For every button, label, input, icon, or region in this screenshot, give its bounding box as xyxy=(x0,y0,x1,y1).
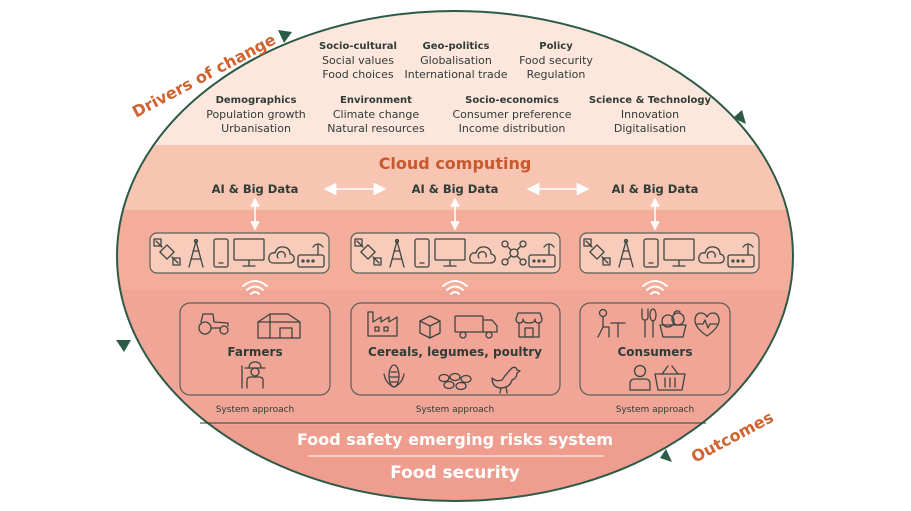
cloud-sync-icon xyxy=(268,246,295,264)
system-approach-label: System approach xyxy=(416,405,495,415)
cycle-arrow-left xyxy=(116,340,131,352)
device-strip-center xyxy=(350,232,561,274)
cloud-sync-icon xyxy=(698,246,725,264)
truck-icon xyxy=(454,315,498,339)
driver-policy: Policy Food security Regulation xyxy=(519,41,593,81)
driver-title: Demographics xyxy=(216,95,297,106)
driver-item: Food choices xyxy=(322,68,393,81)
driver-title: Science & Technology xyxy=(589,95,712,106)
driver-item: Digitalisation xyxy=(614,122,686,135)
cycle-arrowheads xyxy=(116,30,746,462)
connection-arrows xyxy=(250,182,660,231)
cloud-sync-icon xyxy=(469,246,496,264)
driver-item: Urbanisation xyxy=(221,122,291,135)
wifi-icon xyxy=(442,280,468,295)
cloud-computing-title: Cloud computing xyxy=(379,154,532,173)
smartphone-icon xyxy=(213,238,229,268)
tractor-icon xyxy=(198,313,229,335)
farmer-icon xyxy=(241,361,266,389)
legumes-icon xyxy=(438,372,472,391)
driver-item: Income distribution xyxy=(459,122,566,135)
device-strip-right xyxy=(579,232,760,274)
antenna-tower-icon xyxy=(188,238,204,268)
driver-item: Natural resources xyxy=(327,122,425,135)
driver-item: Population growth xyxy=(206,108,306,121)
actor-consumers: Consumers System approach xyxy=(579,302,731,415)
cycle-arrow-right xyxy=(733,110,746,124)
actor-label: Farmers xyxy=(227,345,282,359)
antenna-tower-icon xyxy=(389,238,405,268)
actor-frame xyxy=(350,302,561,396)
router-icon xyxy=(528,243,556,268)
system-approach-label: System approach xyxy=(216,405,295,415)
driver-title: Policy xyxy=(539,41,573,52)
monitor-icon xyxy=(233,238,265,267)
driver-item: Regulation xyxy=(527,68,586,81)
driver-item: Climate change xyxy=(333,108,420,121)
device-strip-left xyxy=(149,232,330,274)
ai-big-data-label: AI & Big Data xyxy=(412,182,499,196)
driver-item: Social values xyxy=(322,54,394,67)
heart-pulse-icon xyxy=(694,312,720,337)
router-icon xyxy=(297,243,325,268)
network-icon xyxy=(501,240,527,266)
driver-environment: Environment Climate change Natural resou… xyxy=(327,95,425,135)
cycle-arrow-top xyxy=(278,30,292,43)
kitchen-utensils-icon xyxy=(641,308,657,338)
driver-socio-economics: Socio-economics Consumer preference Inco… xyxy=(452,95,571,135)
satellite-icon xyxy=(583,238,611,266)
actor-frame xyxy=(179,302,331,396)
monitor-icon xyxy=(434,238,466,267)
driver-item: Globalisation xyxy=(420,54,492,67)
driver-item: Consumer preference xyxy=(452,108,571,121)
box-icon xyxy=(419,315,441,339)
person-at-table-icon xyxy=(597,308,626,338)
ai-big-data-label: AI & Big Data xyxy=(612,182,699,196)
driver-item: Innovation xyxy=(621,108,679,121)
monitor-icon xyxy=(663,238,695,267)
driver-title: Geo-politics xyxy=(423,41,490,52)
person-icon xyxy=(629,364,651,391)
actor-frame xyxy=(579,302,731,396)
drivers-group: Socio-cultural Social values Food choice… xyxy=(206,41,711,135)
cycle-arrow-bottom xyxy=(660,449,672,462)
actor-cereals: Cereals, legumes, poultry System approac… xyxy=(350,302,561,415)
shop-icon xyxy=(515,312,543,338)
smartphone-icon xyxy=(643,238,659,268)
satellite-icon xyxy=(354,238,382,266)
shopping-basket-icon xyxy=(654,365,686,391)
actor-label: Consumers xyxy=(618,345,693,359)
antenna-tower-icon xyxy=(618,238,634,268)
ai-big-data-label: AI & Big Data xyxy=(212,182,299,196)
factory-icon xyxy=(367,311,398,337)
food-safety-risks-title: Food safety emerging risks system xyxy=(297,430,613,449)
satellite-icon xyxy=(153,238,181,266)
wifi-icon xyxy=(242,280,268,295)
cycle-oval xyxy=(116,10,794,502)
food-security-title: Food security xyxy=(390,463,520,483)
driver-geo-politics: Geo-politics Globalisation International… xyxy=(404,41,507,81)
driver-item: International trade xyxy=(404,68,507,81)
driver-demographics: Demographics Population growth Urbanisat… xyxy=(206,95,306,135)
chicken-icon xyxy=(491,366,521,394)
wifi-icon xyxy=(642,280,668,295)
smartphone-icon xyxy=(414,238,430,268)
driver-title: Environment xyxy=(340,95,412,106)
system-approach-label: System approach xyxy=(616,405,695,415)
driver-title: Socio-cultural xyxy=(319,41,397,52)
driver-socio-cultural: Socio-cultural Social values Food choice… xyxy=(319,41,397,81)
driver-title: Socio-economics xyxy=(465,95,559,106)
router-icon xyxy=(727,243,755,268)
wifi-signals xyxy=(242,280,668,295)
driver-science-technology: Science & Technology Innovation Digitali… xyxy=(589,95,712,135)
driver-item: Food security xyxy=(519,54,593,67)
fruit-basket-icon xyxy=(659,310,687,338)
corn-icon xyxy=(383,364,405,388)
barn-icon xyxy=(257,313,301,339)
actor-label: Cereals, legumes, poultry xyxy=(368,345,542,359)
actor-farmers: Farmers System approach xyxy=(179,302,331,415)
